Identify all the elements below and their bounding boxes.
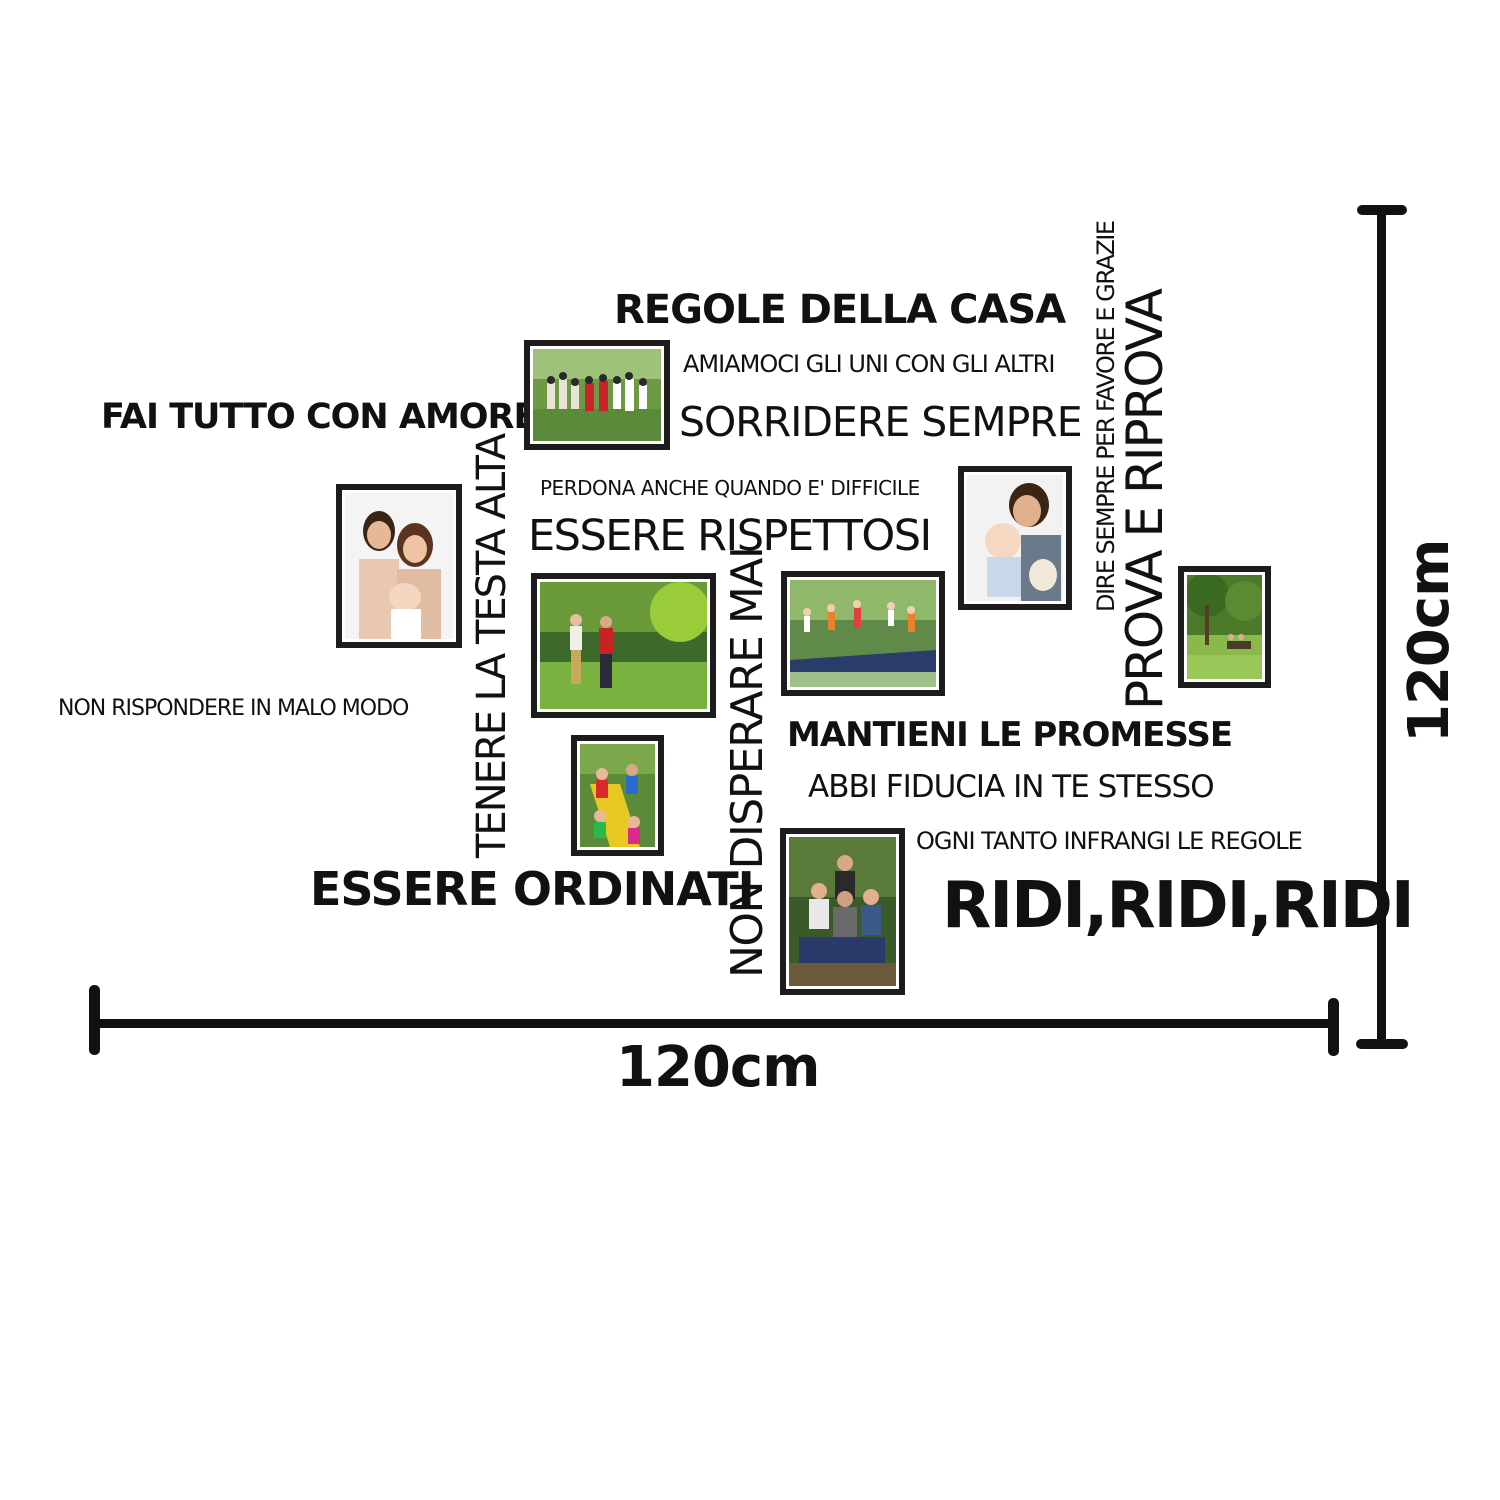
photo-frame-father-baby — [958, 466, 1072, 610]
phrase-essere-ordinati: ESSERE ORDINATI — [310, 862, 755, 916]
photo-frame-couple-park — [531, 573, 716, 718]
photo-frame-kids — [571, 735, 664, 856]
width-dimension-left-tick — [89, 985, 100, 1055]
height-dimension-label: 120cm — [1397, 539, 1462, 743]
photo-frame-jumping — [781, 571, 945, 696]
height-dimension-bottom-tick — [1356, 1039, 1408, 1049]
phrase-ogni-tanto: OGNI TANTO INFRANGI LE REGOLE — [916, 827, 1303, 855]
group-photo — [533, 349, 661, 441]
phrase-fai-tutto: FAI TUTTO CON AMORE — [101, 397, 537, 437]
father-baby-photo — [967, 475, 1063, 601]
family-photo — [345, 493, 453, 639]
kids-photo — [580, 744, 655, 847]
title-regole-della-casa: REGOLE DELLA CASA — [614, 287, 1066, 333]
photo-frame-family-group — [780, 828, 905, 995]
width-dimension-line — [90, 1019, 1338, 1028]
width-dimension-right-tick — [1328, 998, 1339, 1056]
width-dimension-label: 120cm — [616, 1035, 820, 1100]
phrase-abbi-fiducia: ABBI FIDUCIA IN TE STESSO — [808, 769, 1215, 805]
park-photo — [1187, 575, 1262, 679]
phrase-perdona: PERDONA ANCHE QUANDO E' DIFFICILE — [540, 476, 920, 500]
phrase-rispettosi: ESSERE RISPETTOSI — [528, 511, 932, 561]
jumping-photo — [790, 580, 936, 687]
phrase-ridi: RIDI,RIDI,RIDI — [942, 869, 1415, 943]
phrase-mantieni: MANTIENI LE PROMESSE — [787, 715, 1233, 755]
phrase-dire-sempre: DIRE SEMPRE PER FAVORE E GRAZIE — [1092, 221, 1120, 612]
phrase-non-rispondere: NON RISPONDERE IN MALO MODO — [58, 696, 409, 721]
phrase-tenere-la-testa-alta: TENERE LA TESTA ALTA — [469, 434, 515, 858]
photo-frame-group — [524, 340, 670, 450]
family-group-photo — [789, 837, 896, 986]
phrase-sorridere: SORRIDERE SEMPRE — [679, 398, 1083, 446]
height-dimension-line — [1377, 205, 1386, 1047]
phrase-non-disperare-mai: NON DISPERARE MAI — [722, 547, 773, 978]
photo-frame-park — [1178, 566, 1271, 688]
height-dimension-top-tick — [1357, 205, 1407, 215]
couple-park-photo — [540, 582, 707, 709]
phrase-prova-e-riprova: PROVA E RIPROVA — [1116, 289, 1174, 710]
phrase-amiamoci: AMIAMOCI GLI UNI CON GLI ALTRI — [683, 350, 1055, 378]
photo-frame-family — [336, 484, 462, 648]
